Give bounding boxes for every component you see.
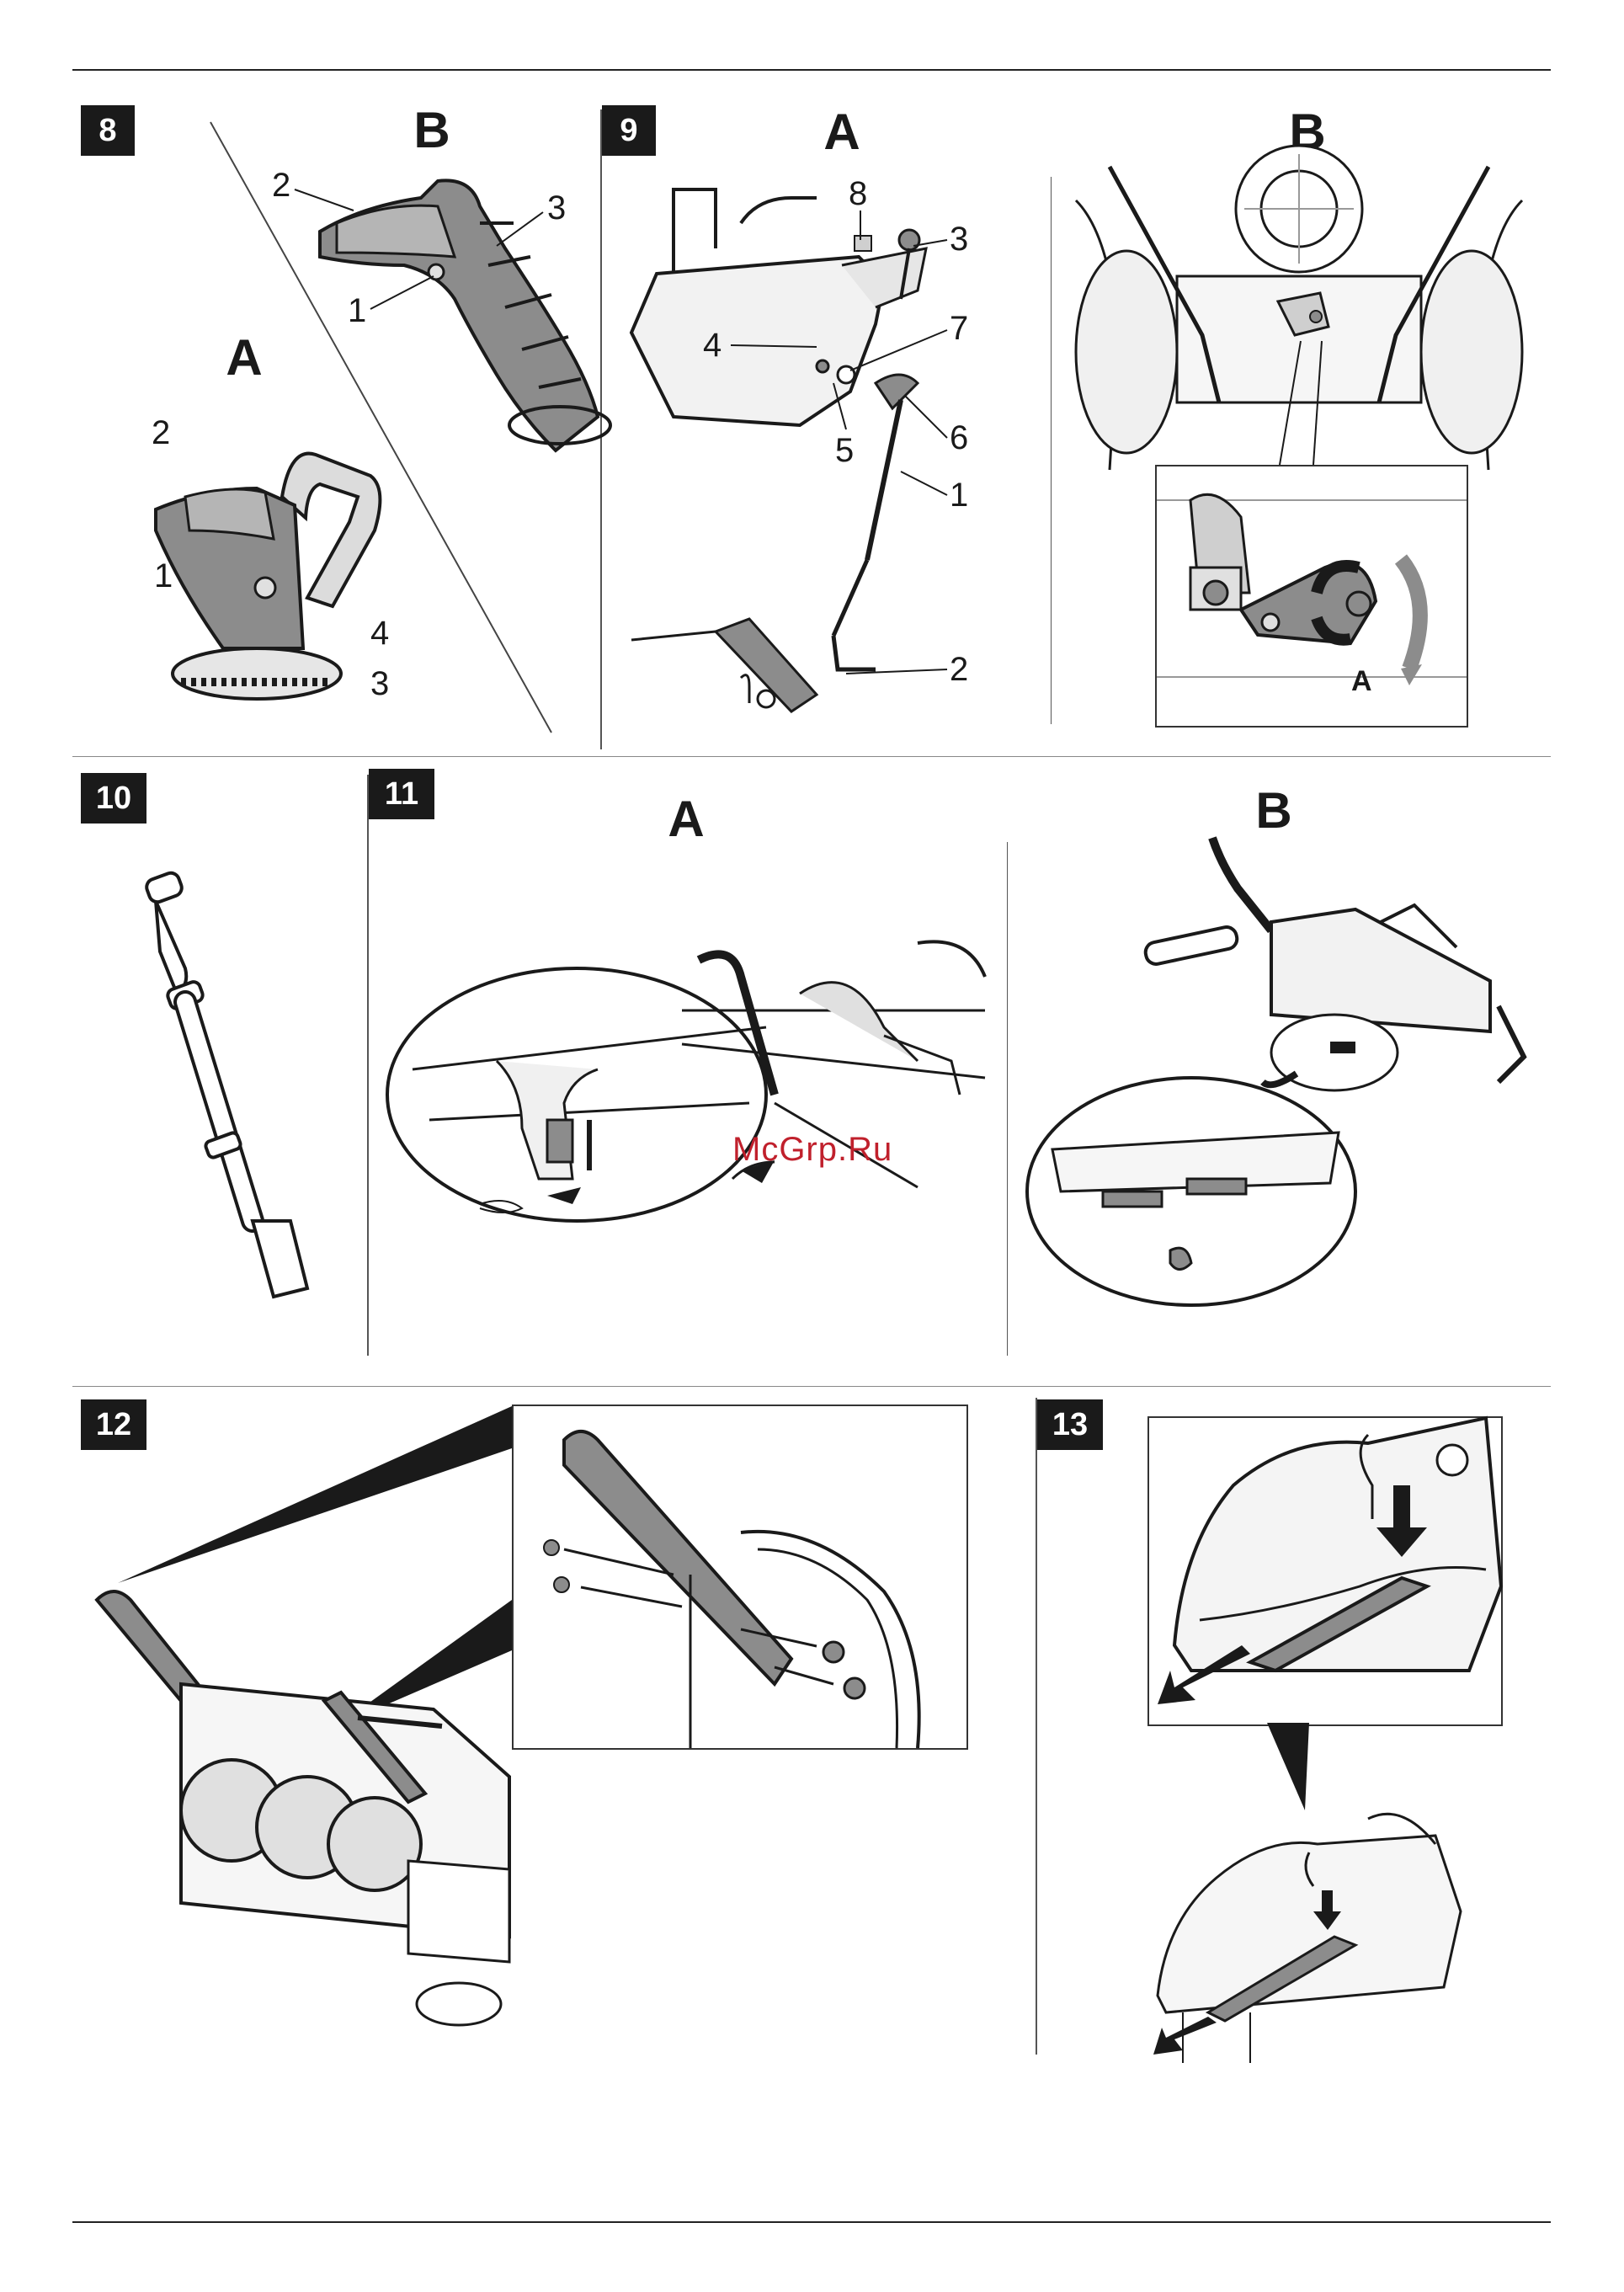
handle-mount-detail-b [1019, 829, 1541, 1326]
callout-9a-1: 1 [950, 477, 968, 514]
figure-9b-detail-frame [1155, 465, 1468, 728]
figure-12-detail-frame [512, 1405, 968, 1750]
callout-8a-3: 3 [370, 665, 389, 703]
chute-tilt-linkage [623, 173, 977, 745]
divider-row1 [72, 756, 1551, 757]
shift-housing-overview [1149, 1785, 1469, 2063]
callout-9a-5: 5 [835, 432, 854, 470]
shift-rod [126, 867, 337, 1305]
snowblower-auger-housing [88, 1583, 535, 2055]
chute-deflector-a [147, 438, 391, 716]
figure-9b-marker-a: A [1351, 665, 1372, 698]
adjustment-plate-detail [1157, 466, 1467, 726]
figure-13-detail-frame [1147, 1416, 1503, 1726]
callout-9a-6: 6 [950, 419, 968, 457]
callout-8a-4: 4 [370, 615, 389, 653]
callout-8a-2: 2 [152, 414, 170, 452]
callout-8a-1: 1 [154, 557, 173, 595]
top-rule [72, 69, 1551, 71]
separator-9A-9B [1051, 177, 1052, 724]
figure-9-sublabel-a: A [823, 103, 860, 161]
separator-12-13 [1036, 1398, 1037, 2055]
figure-8-badge: 8 [81, 105, 135, 156]
separator-10-11 [367, 775, 369, 1356]
snowblower-rear-view [1076, 167, 1522, 478]
figure-8-sublabel-b: B [413, 101, 450, 159]
figure-8-sublabel-a: A [226, 328, 262, 386]
figure-10-badge: 10 [81, 773, 146, 824]
figure-12-badge: 12 [81, 1399, 146, 1450]
handle-bolt-detail [514, 1406, 966, 1748]
callout-8b-1: 1 [348, 292, 366, 330]
divider-row2 [72, 1386, 1551, 1387]
figure-9-badge: 9 [602, 105, 656, 156]
callout-9a-7: 7 [950, 310, 968, 348]
shift-rod-pin-detail [1149, 1418, 1501, 1724]
figure-11-badge: 11 [369, 769, 434, 819]
figure-13-badge: 13 [1037, 1399, 1103, 1450]
callout-9a-4: 4 [703, 327, 721, 365]
callout-8b-3: 3 [547, 189, 566, 227]
separator-11A-11B [1007, 842, 1008, 1356]
callout-9a-3: 3 [950, 221, 968, 259]
figure-11-sublabel-a: A [668, 790, 704, 848]
watermark: McGrp.Ru [732, 1131, 892, 1169]
handle-mount-detail-a [379, 909, 993, 1263]
callout-9a-8: 8 [849, 175, 867, 213]
callout-9a-2: 2 [950, 651, 968, 689]
callout-8b-2: 2 [272, 167, 290, 205]
bottom-rule [72, 2221, 1551, 2223]
